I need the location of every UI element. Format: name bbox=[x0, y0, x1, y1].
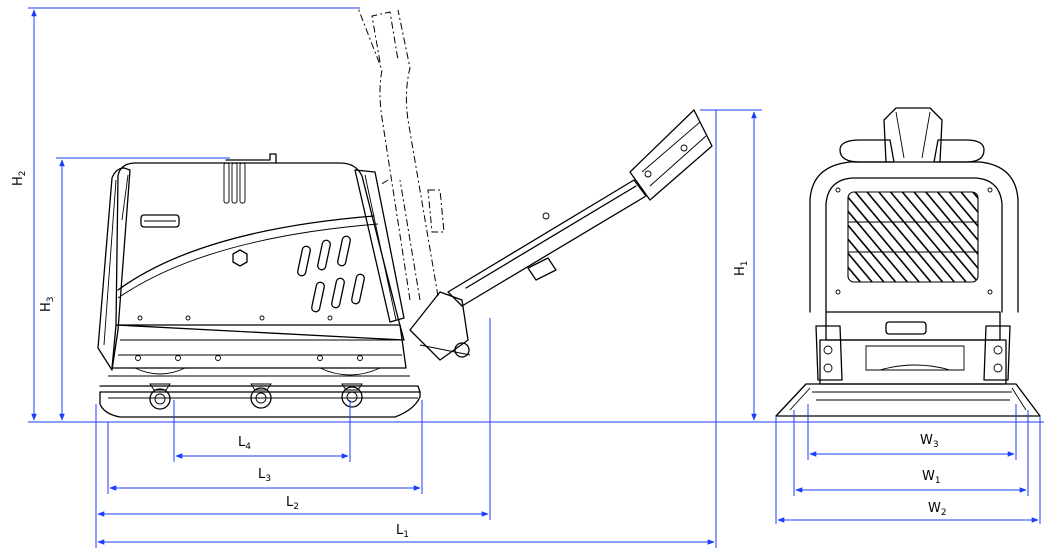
label-h3: H3 bbox=[39, 296, 56, 312]
label-l2: L2 bbox=[286, 495, 299, 512]
label-l1: L1 bbox=[396, 523, 409, 540]
label-l3: L3 bbox=[258, 467, 271, 484]
brand-badge bbox=[140, 214, 180, 228]
front-protection-bar bbox=[97, 167, 131, 371]
dimension-lines bbox=[28, 7, 1041, 548]
label-l4: L4 bbox=[238, 435, 251, 452]
front-brand-badge bbox=[885, 321, 927, 335]
side-vents bbox=[297, 235, 365, 313]
top-vents bbox=[223, 153, 277, 204]
front-base-plate bbox=[775, 383, 1041, 417]
front-roll-frame bbox=[809, 161, 1019, 313]
label-w2: W2 bbox=[928, 501, 947, 518]
label-h2: H2 bbox=[11, 170, 28, 186]
base-plate bbox=[99, 391, 421, 418]
front-view-machine bbox=[775, 107, 1041, 417]
front-handle-top bbox=[883, 107, 943, 163]
front-grille bbox=[847, 191, 979, 283]
engine-hood bbox=[115, 162, 405, 341]
damper-mounts bbox=[134, 367, 381, 410]
label-w3: W3 bbox=[920, 433, 939, 450]
fuel-cap bbox=[232, 249, 248, 267]
guide-handle-transport bbox=[357, 7, 445, 301]
dimension-labels: H2 H3 H1 L4 L3 L2 L1 W3 W1 bbox=[11, 170, 947, 540]
guide-handle-working bbox=[447, 109, 713, 307]
label-h1: H1 bbox=[733, 260, 750, 276]
label-w1: W1 bbox=[922, 469, 941, 486]
side-view-machine bbox=[97, 7, 713, 418]
